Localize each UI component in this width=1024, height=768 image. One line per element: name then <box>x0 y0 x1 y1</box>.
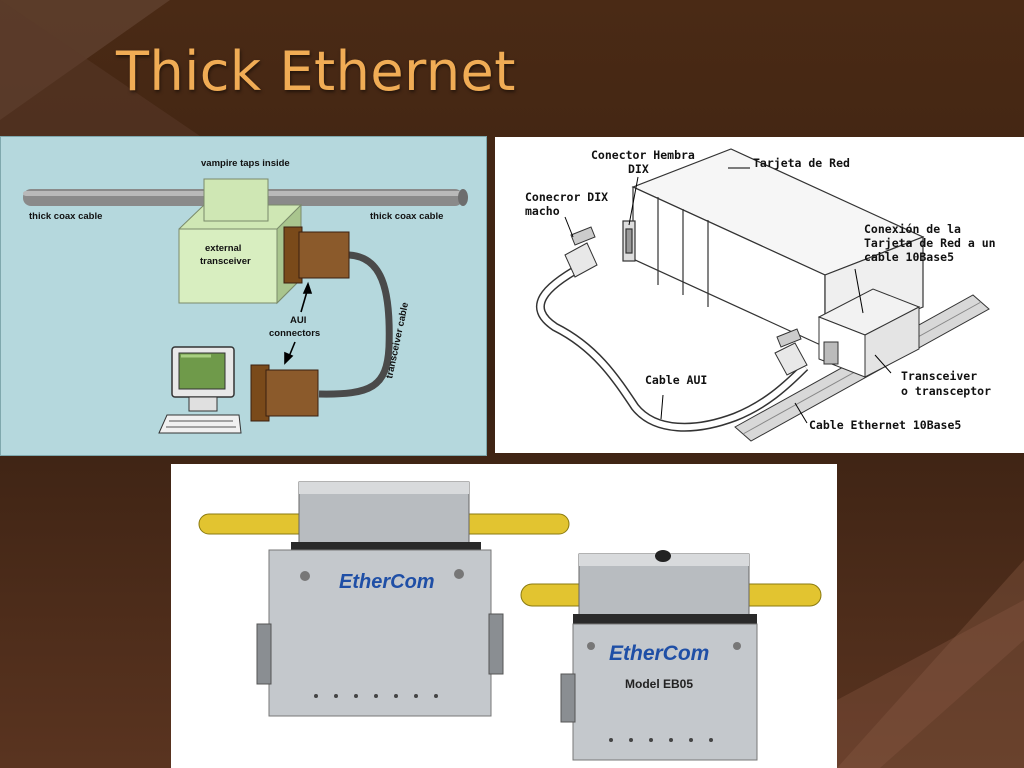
conexion-label-2: Tarjeta de Red a un <box>864 236 996 250</box>
slide-title: Thick Ethernet <box>116 40 516 103</box>
ethercom-transceivers-photo: EtherCom EtherCom Model EB05 <box>171 464 837 768</box>
ethercom-transceiver-left: EtherCom <box>198 481 570 717</box>
conexion-label-3: cable 10Base5 <box>864 250 954 264</box>
dix-connectors <box>564 226 808 376</box>
vampire-taps-label: vampire taps inside <box>201 158 290 169</box>
ethercom-transceiver-right: EtherCom Model EB05 <box>520 550 822 761</box>
aui-label-2: connectors <box>269 328 320 339</box>
cable-aui-label: Cable AUI <box>645 373 707 387</box>
ethercom-brand-left: EtherCom <box>339 571 435 593</box>
network-card-diagram: Conector Hembra DIX Tarjeta de Red Conec… <box>495 137 1024 453</box>
transceiver-cable <box>318 251 393 398</box>
computer-icon <box>158 346 242 434</box>
transceiver-label-2: o transceptor <box>901 384 991 398</box>
transceiver-drawing <box>817 288 921 378</box>
coax-label-right: thick coax cable <box>370 211 443 222</box>
conexion-label-1: Conexión de la <box>864 222 961 236</box>
conector-hembra-label-2: DIX <box>628 162 649 176</box>
ethercom-brand-right: EtherCom <box>609 642 709 665</box>
transceiver-label-2: transceiver <box>200 256 251 267</box>
conector-macho-label-1: Conecror DIX <box>525 190 608 204</box>
aui-connector-top <box>283 226 350 284</box>
thick-ethernet-diagram: vampire taps inside thick coax cable thi… <box>0 136 487 456</box>
aui-connector-bottom <box>250 364 319 422</box>
conector-macho-label-2: macho <box>525 204 560 218</box>
cable-ethernet-label: Cable Ethernet 10Base5 <box>809 418 961 432</box>
aui-arrows <box>284 281 313 365</box>
model-label: Model EB05 <box>625 677 693 691</box>
aui-label-1: AUI <box>290 315 306 326</box>
conector-hembra-label-1: Conector Hembra <box>591 148 695 162</box>
transceiver-label-1: Transceiver <box>901 369 977 383</box>
coax-label-left: thick coax cable <box>29 211 102 222</box>
tarjeta-de-red-label: Tarjeta de Red <box>753 156 850 170</box>
label-pointers <box>564 167 892 424</box>
transceiver-label-1: external <box>205 243 241 254</box>
